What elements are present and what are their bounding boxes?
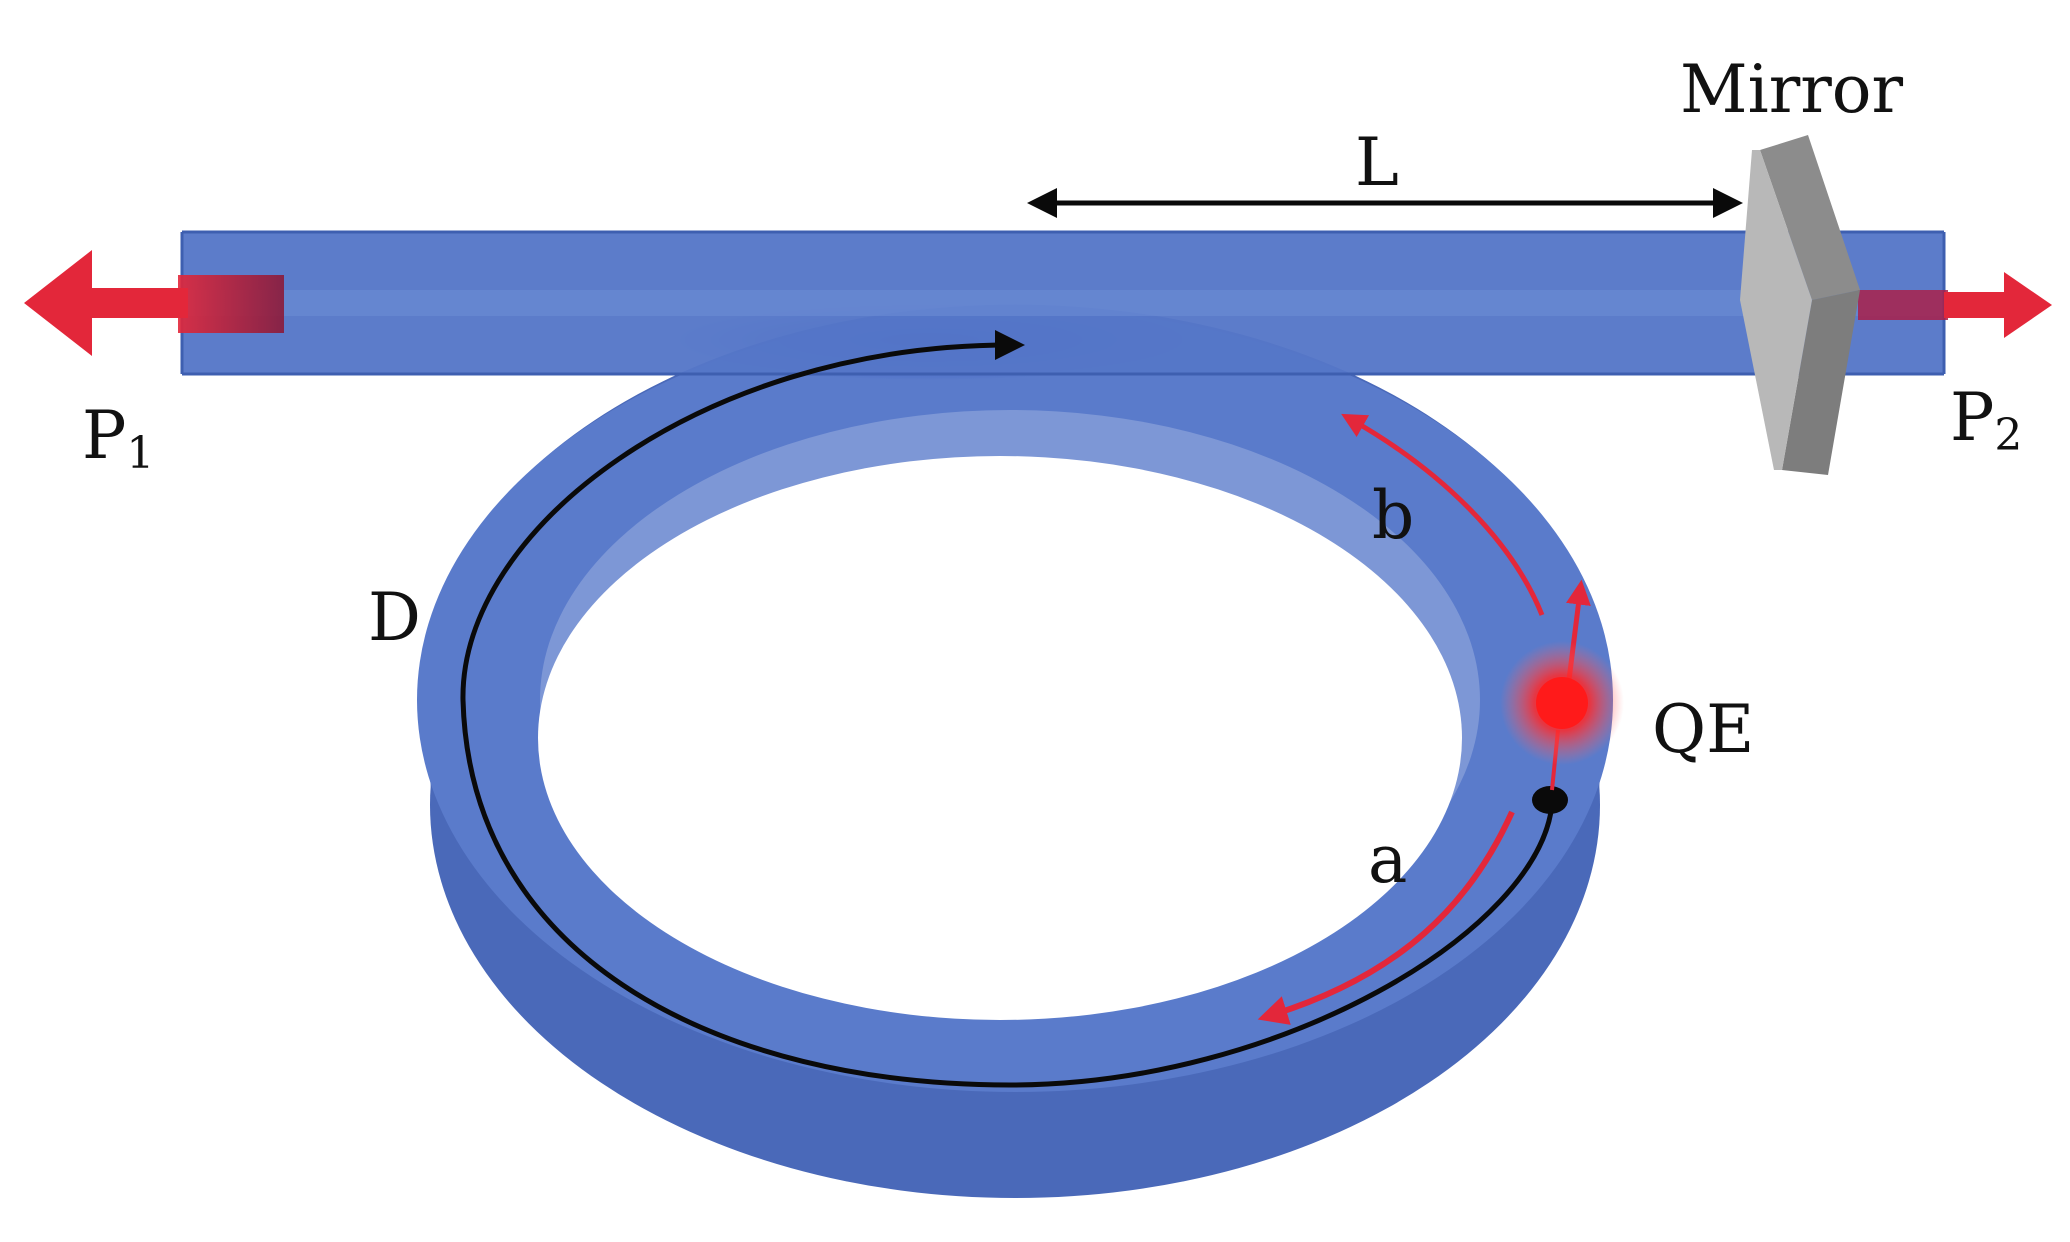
mirror-label: Mirror [1680,51,1904,128]
mirror-edge [1740,150,1812,470]
mode-b-arrow [1341,413,1545,616]
path-start-dot [1532,786,1568,814]
mode-a-arrow [1257,810,1515,1025]
port-2-label: P2 [1950,379,2022,461]
propagation-path [460,330,1555,1088]
port-1-label: P1 [82,397,154,479]
waveguide-highlight [182,290,1944,316]
mirror-face [1760,135,1860,300]
mirror [1740,135,1860,475]
output-arrow-right [1944,272,2052,338]
mode-a-label: a [1368,821,1407,898]
output-arrow-left [24,250,188,356]
mirror-lower-face [1782,290,1860,475]
quantum-emitter [1536,677,1588,729]
bus-waveguide [180,230,1946,376]
length-label: L [1355,124,1399,201]
left-pulse [178,275,284,333]
right-pulse [1858,290,1948,320]
ring-resonator [417,300,1613,1198]
ring-label: D [368,579,421,656]
mode-b-label: b [1372,477,1414,554]
emitter-label: QE [1652,691,1754,768]
ring-hole [538,456,1462,1020]
